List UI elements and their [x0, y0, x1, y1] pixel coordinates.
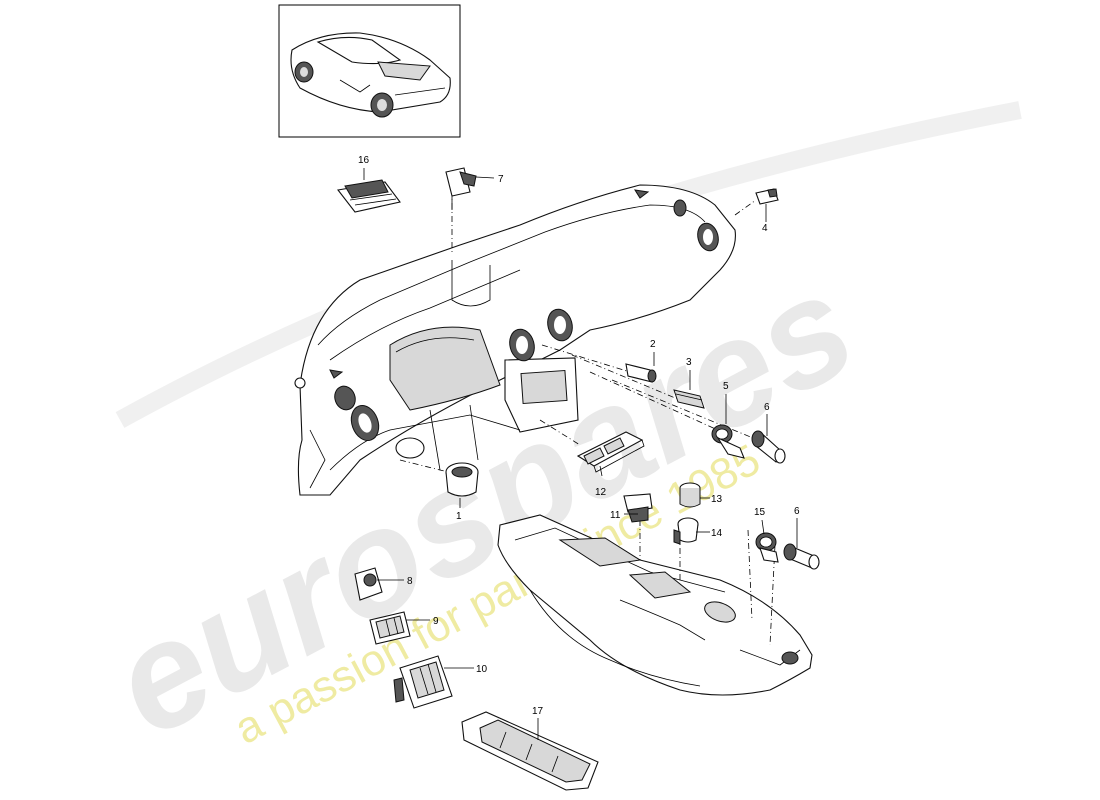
part-17-switch-panel[interactable]: [461, 711, 599, 791]
callout-1[interactable]: 1: [456, 511, 462, 522]
callout-6a[interactable]: 6: [764, 402, 770, 413]
callout-3[interactable]: 3: [686, 357, 692, 368]
callout-17[interactable]: 17: [532, 706, 544, 717]
callout-4[interactable]: 4: [762, 223, 768, 234]
part-1-knob[interactable]: [445, 462, 479, 497]
part-12-switch-panel[interactable]: [576, 431, 645, 473]
center-console-icon: [497, 514, 813, 696]
callout-11[interactable]: 11: [610, 510, 621, 521]
callout-10[interactable]: 10: [476, 664, 488, 675]
part-15-socket[interactable]: [755, 532, 779, 563]
watermark: eurospares a passion for parts since 198…: [86, 101, 1022, 768]
part-10-switch-panel[interactable]: [393, 655, 453, 709]
part-9-switch-panel[interactable]: [369, 611, 411, 645]
callout-6b[interactable]: 6: [794, 506, 800, 517]
part-4-sensor[interactable]: [755, 188, 779, 205]
part-3-switch[interactable]: [673, 389, 705, 409]
part-6b-lighter[interactable]: [783, 543, 820, 570]
callout-2[interactable]: 2: [650, 339, 656, 350]
part-14-switch[interactable]: [673, 517, 699, 545]
callout-5[interactable]: 5: [723, 381, 729, 392]
part-11-switch[interactable]: [623, 493, 653, 523]
callout-9[interactable]: 9: [433, 616, 439, 627]
callout-8[interactable]: 8: [407, 576, 413, 587]
callout-13[interactable]: 13: [711, 494, 723, 505]
dashboard-assembly-icon: [294, 184, 736, 496]
part-5-socket[interactable]: [711, 424, 745, 459]
callout-16[interactable]: 16: [358, 155, 370, 166]
callout-7[interactable]: 7: [498, 174, 504, 185]
part-2-switch[interactable]: [625, 363, 657, 383]
part-7-sensor[interactable]: [445, 167, 477, 210]
callout-labels: 16 7 4 2 3 5 6 12 1 11 13 14 15 6 8 9 10…: [358, 155, 800, 717]
part-6a-lighter[interactable]: [751, 430, 786, 464]
callout-14[interactable]: 14: [711, 528, 723, 539]
part-13-switch[interactable]: [679, 482, 701, 508]
callout-15[interactable]: 15: [754, 507, 766, 518]
part-16-switch[interactable]: [337, 179, 401, 213]
leader-lines: [363, 168, 798, 740]
callout-12[interactable]: 12: [595, 487, 607, 498]
car-thumbnail-icon: [278, 4, 461, 138]
part-8-switch[interactable]: [354, 567, 383, 601]
